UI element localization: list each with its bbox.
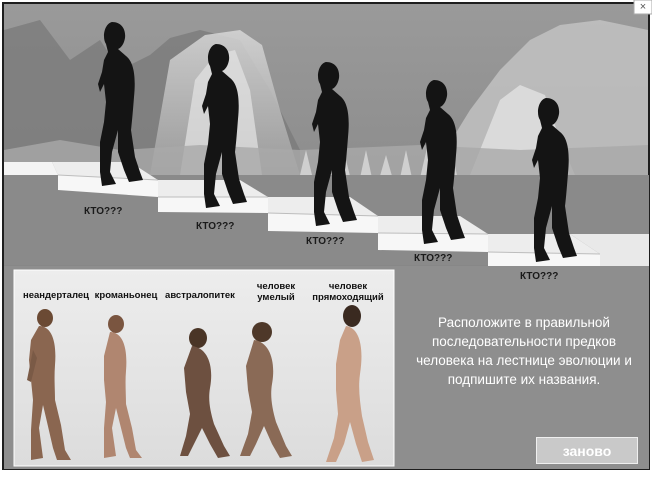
choice-label-2[interactable]: кроманьонец [92, 290, 160, 301]
choice-label-5[interactable]: человек прямоходящий [306, 281, 390, 303]
instructions-text: Расположите в правильной последовательно… [405, 313, 643, 389]
choice-label-4[interactable]: человек умелый [244, 281, 308, 303]
slot-label-3[interactable]: КТО??? [306, 236, 344, 247]
choice-label-3[interactable]: австралопитек [160, 290, 240, 301]
slot-label-1[interactable]: КТО??? [84, 206, 122, 217]
reset-button[interactable]: заново [536, 437, 638, 464]
slot-label-5[interactable]: КТО??? [520, 271, 558, 282]
slot-label-2[interactable]: КТО??? [196, 221, 234, 232]
slot-label-4[interactable]: КТО??? [414, 253, 452, 264]
choice-label-1[interactable]: неандерталец [20, 290, 92, 301]
close-icon[interactable]: × [634, 0, 652, 14]
